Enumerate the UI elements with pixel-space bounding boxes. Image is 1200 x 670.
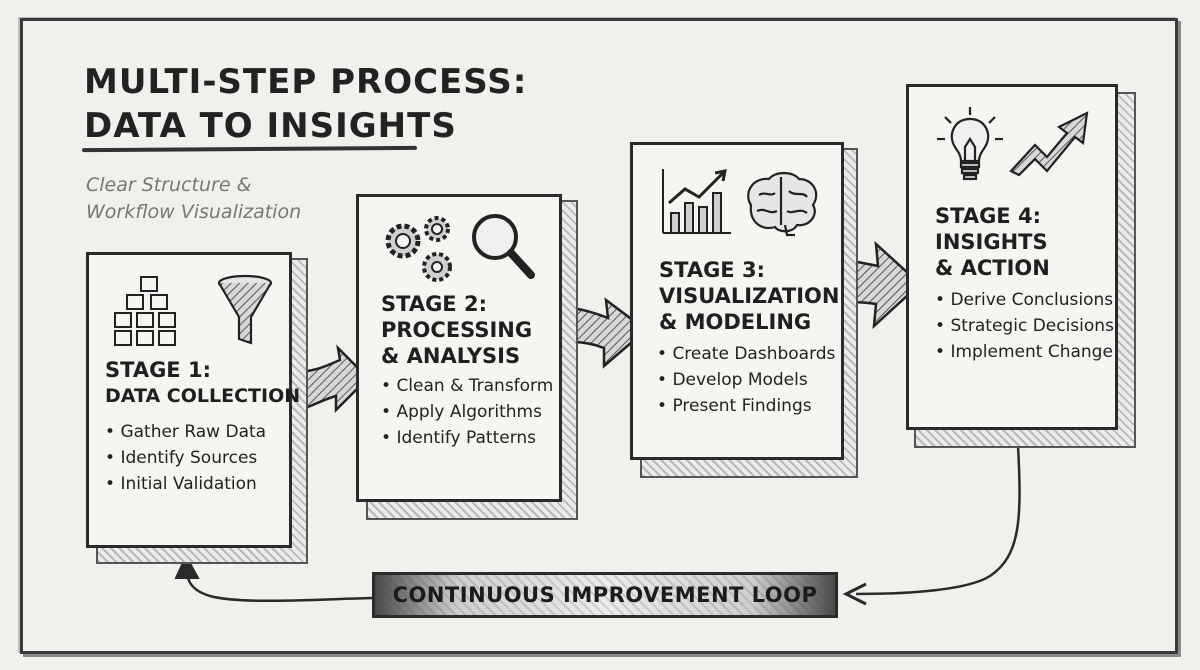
stage2-title-line-1: STAGE 2: (381, 292, 487, 316)
stage4-title-line-1: STAGE 4: (935, 204, 1041, 228)
list-item: Develop Models (657, 367, 835, 393)
list-item: Strategic Decisions (935, 313, 1113, 339)
stage1-bullets: Gather Raw Data Identify Sources Initial… (105, 419, 266, 497)
page-title: MULTI-STEP PROCESS: DATA TO INSIGHTS (84, 60, 527, 148)
stage3-card: STAGE 3: VISUALIZATION & MODELING Create… (630, 142, 844, 460)
list-item: Apply Algorithms (381, 399, 553, 425)
stage1-card: STAGE 1: DATA COLLECTION Gather Raw Data… (86, 252, 300, 548)
title-line-2: DATA TO INSIGHTS (84, 106, 457, 146)
stage1-title: STAGE 1: DATA COLLECTION (105, 357, 300, 409)
funnel-icon (217, 274, 273, 345)
stage4-title-line-2: INSIGHTS (935, 230, 1048, 254)
list-item: Derive Conclusions (935, 287, 1114, 313)
list-item: Gather Raw Data (105, 419, 266, 445)
stage1-title-line-1: STAGE 1: (105, 358, 211, 382)
stage3-title: STAGE 3: VISUALIZATION & MODELING (659, 257, 839, 335)
continuous-improvement-banner: CONTINUOUS IMPROVEMENT LOOP (372, 572, 838, 618)
list-item: Clean & Transform (381, 373, 553, 399)
stage3-title-line-3: & MODELING (659, 310, 812, 334)
arrow-stage1-to-stage2 (298, 344, 370, 414)
stage2-title-line-2: PROCESSING (381, 318, 533, 342)
list-item: Present Findings (657, 393, 835, 419)
stage2-title-line-3: & ANALYSIS (381, 344, 521, 368)
stage4-title-line-3: & ACTION (935, 256, 1050, 280)
brain-icon (747, 171, 818, 237)
boxes-icon (114, 276, 176, 346)
loop-connector-left (174, 553, 373, 603)
list-item: Identify Patterns (381, 425, 553, 451)
loop-connector-right (842, 445, 1021, 606)
gears-icon (385, 216, 452, 282)
outer-frame (20, 18, 1178, 654)
bar-chart-icon (662, 169, 731, 234)
stage3-title-line-2: VISUALIZATION (659, 284, 840, 308)
stage1-title-line-2: DATA COLLECTION (105, 385, 301, 407)
stage2-bullets: Clean & Transform Apply Algorithms Ident… (381, 373, 553, 451)
stage3-title-line-1: STAGE 3: (659, 258, 765, 282)
title-line-1: MULTI-STEP PROCESS: (84, 62, 528, 102)
trend-arrow-icon (1009, 111, 1089, 177)
stage4-card: STAGE 4: INSIGHTS & ACTION Derive Conclu… (906, 84, 1118, 430)
stage4-title: STAGE 4: INSIGHTS & ACTION (935, 203, 1050, 281)
list-item: Identify Sources (105, 445, 266, 471)
arrow-stage2-to-stage3 (570, 297, 648, 369)
stage2-title: STAGE 2: PROCESSING & ANALYSIS (381, 291, 532, 369)
loop-label: CONTINUOUS IMPROVEMENT LOOP (392, 583, 818, 607)
list-item: Create Dashboards (657, 341, 835, 367)
lightbulb-icon (937, 107, 1003, 181)
list-item: Initial Validation (105, 471, 266, 497)
stage3-bullets: Create Dashboards Develop Models Present… (657, 341, 835, 419)
subtitle-line-2: Workflow Visualization (86, 201, 302, 223)
list-item: Implement Change (935, 339, 1114, 365)
subtitle-line-1: Clear Structure & (86, 174, 252, 196)
subtitle: Clear Structure & Workflow Visualization (86, 172, 301, 226)
stage4-bullets: Derive Conclusions Strategic Decisions I… (935, 287, 1114, 365)
stage2-card: STAGE 2: PROCESSING & ANALYSIS Clean & T… (356, 194, 562, 502)
magnifier-icon (472, 214, 535, 279)
